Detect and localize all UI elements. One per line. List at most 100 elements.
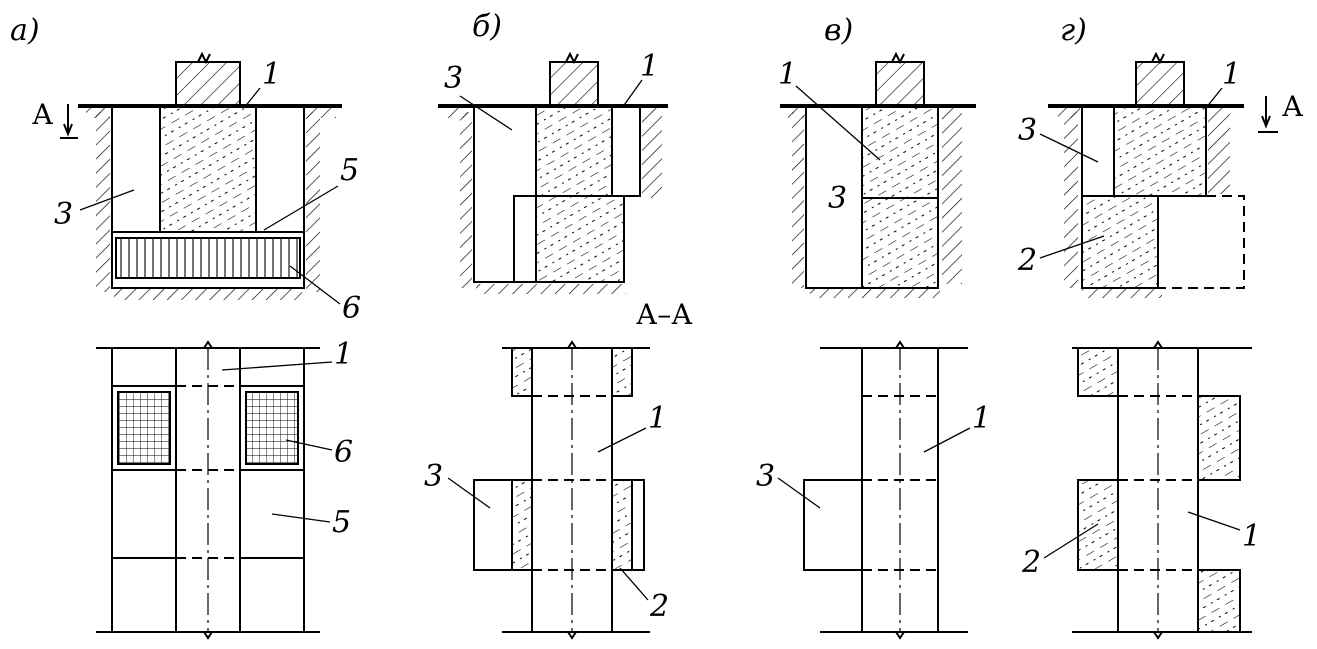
leader-line xyxy=(1043,523,1099,559)
panel-a-section: а) А 1 3 5 6 xyxy=(10,13,361,326)
panel-v-section: в) 1 3 xyxy=(778,13,976,298)
existing-foundation xyxy=(159,105,257,233)
existing-foundation xyxy=(535,105,613,197)
beam-block xyxy=(117,391,171,465)
soil-hatch xyxy=(792,112,804,288)
soil-hatch xyxy=(642,108,662,198)
label-2: 2 xyxy=(1017,243,1037,278)
leader-line xyxy=(285,439,333,451)
break-mark xyxy=(567,340,577,640)
label-5: 5 xyxy=(340,153,359,188)
label-6: 6 xyxy=(342,291,361,326)
new-pad xyxy=(511,347,533,397)
new-beam xyxy=(115,237,301,279)
label-5: 5 xyxy=(332,505,351,540)
leader-line xyxy=(79,189,135,211)
panel-g-label: г) xyxy=(1060,13,1087,48)
label-3: 3 xyxy=(756,459,775,494)
section-mark-left: А xyxy=(32,98,53,131)
soil-hatch xyxy=(114,288,302,300)
existing-foundation xyxy=(861,105,939,199)
label-1: 1 xyxy=(972,401,991,436)
leader-line xyxy=(777,477,821,509)
pit-plan xyxy=(473,479,513,571)
leader-line xyxy=(263,185,339,231)
soil-hatch xyxy=(476,284,626,294)
label-1: 1 xyxy=(640,49,659,84)
section-title: А–А xyxy=(636,298,692,331)
new-foundation-part xyxy=(861,197,939,289)
panel-g-plan: 1 2 xyxy=(1021,340,1261,640)
label-2: 2 xyxy=(649,589,669,624)
leader-line xyxy=(271,513,331,523)
label-1: 1 xyxy=(334,337,353,372)
leader-line xyxy=(459,95,513,131)
break-mark xyxy=(1151,51,1165,65)
leader-line xyxy=(597,427,647,453)
label-1: 1 xyxy=(778,57,797,92)
soil-hatch xyxy=(810,288,940,298)
soil-hatch xyxy=(306,112,320,292)
leader-line xyxy=(1187,511,1241,531)
leader-line xyxy=(221,361,333,371)
panel-a-plan: 1 6 5 xyxy=(96,337,353,640)
next-pad-outline xyxy=(1158,195,1245,289)
section-arrowhead xyxy=(63,123,73,137)
new-pad xyxy=(611,347,633,397)
label-6: 6 xyxy=(334,435,353,470)
label-1: 1 xyxy=(1242,519,1261,554)
break-mark xyxy=(895,340,905,640)
label-3: 3 xyxy=(444,61,463,96)
soil-hatch xyxy=(1082,288,1162,298)
panel-a-label: а) xyxy=(10,13,40,48)
leader-line xyxy=(923,427,971,453)
column xyxy=(549,61,599,107)
new-pad xyxy=(1197,569,1241,633)
pit-plan xyxy=(803,479,863,571)
formwork xyxy=(513,195,537,283)
pit-plan xyxy=(631,479,645,571)
new-foundation-pad xyxy=(1081,195,1159,289)
column xyxy=(875,61,925,107)
new-pad xyxy=(511,479,533,571)
leader-line xyxy=(1039,133,1099,163)
label-1: 1 xyxy=(1222,57,1241,92)
panel-b-section: б) 3 1 xyxy=(438,9,668,294)
leader-line xyxy=(289,265,341,305)
new-pad xyxy=(1077,347,1119,397)
break-mark xyxy=(565,51,579,65)
beam-block xyxy=(245,391,299,465)
leader-line xyxy=(795,85,881,161)
new-pad xyxy=(611,479,633,571)
leader-line xyxy=(1039,235,1105,259)
pit-outline xyxy=(111,106,305,289)
label-1: 1 xyxy=(648,401,667,436)
soil-hatch xyxy=(446,108,468,118)
section-arrowhead xyxy=(1261,115,1271,129)
break-mark xyxy=(203,340,213,640)
break-mark xyxy=(891,51,905,65)
new-foundation-part xyxy=(535,195,625,283)
label-1: 1 xyxy=(262,57,281,92)
panel-v-label: в) xyxy=(824,13,853,48)
leader-line xyxy=(447,477,491,509)
existing-foundation xyxy=(1113,105,1207,197)
new-pad xyxy=(1197,395,1241,481)
break-mark xyxy=(197,51,211,65)
leader-line xyxy=(243,87,261,109)
panel-b-plan: 3 1 2 xyxy=(424,340,669,640)
column xyxy=(1135,61,1185,107)
break-mark xyxy=(1153,340,1163,640)
leader-line xyxy=(619,567,649,601)
soil-hatch xyxy=(306,108,336,118)
column xyxy=(175,61,241,107)
soil-hatch xyxy=(460,112,472,288)
soil-hatch xyxy=(1064,112,1078,288)
section-mark-right: А xyxy=(1282,90,1303,123)
panel-v-plan: 3 1 xyxy=(756,340,991,640)
soil-hatch xyxy=(942,108,962,284)
leader-line xyxy=(1205,87,1223,109)
label-3: 3 xyxy=(54,197,73,232)
panel-g-section: г) А 1 3 2 xyxy=(1017,13,1303,298)
